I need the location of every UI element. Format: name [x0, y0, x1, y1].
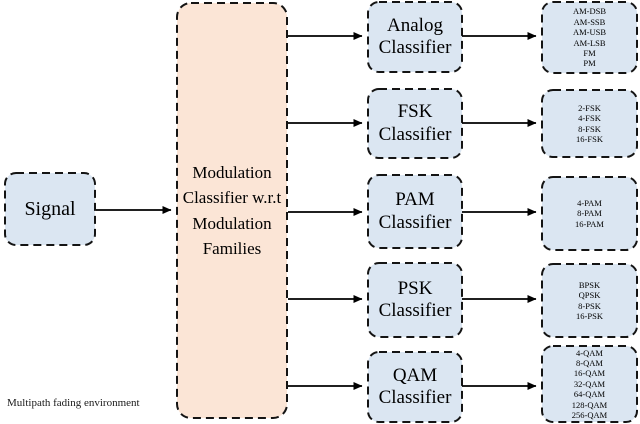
analog-classifier-node-shape: [367, 1, 463, 73]
fsk-classifier-node-shape: [367, 88, 463, 159]
pam-outputs-node-shape: [541, 176, 638, 251]
psk-outputs-node-shape: [541, 263, 638, 338]
fsk-outputs-node-shape: [541, 89, 638, 158]
qam-classifier-node-shape: [367, 351, 463, 423]
qam-outputs-node-shape: [541, 345, 638, 423]
root-classifier-node-shape: [176, 2, 288, 419]
pam-classifier-node-shape: [367, 174, 463, 249]
environment-footnote: Multipath fading environment: [7, 397, 140, 409]
analog-outputs-node-shape: [541, 1, 638, 74]
psk-classifier-node-shape: [367, 262, 463, 338]
signal-node-shape: [4, 172, 96, 246]
